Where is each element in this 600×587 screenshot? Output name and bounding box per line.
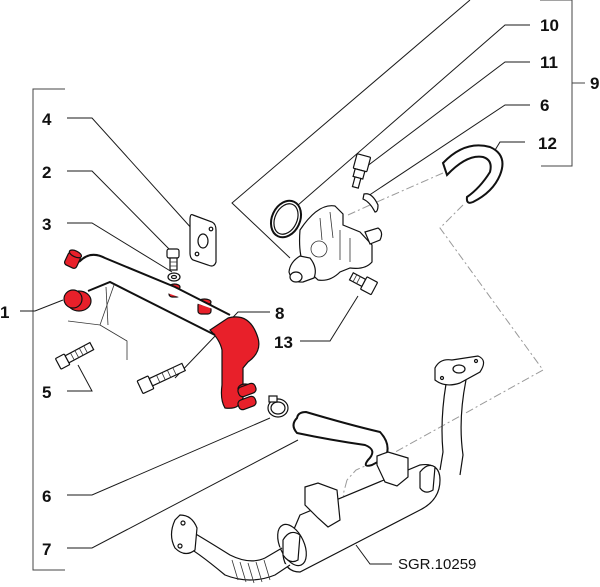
gasket-plate	[189, 213, 217, 267]
thermostat-housing	[288, 205, 383, 283]
hose-7	[292, 410, 389, 467]
callout-8: 8	[275, 304, 284, 323]
callout-13: 13	[274, 333, 293, 352]
washer-3	[167, 272, 181, 282]
egr-cooler-assembly	[170, 355, 485, 584]
callout-11: 11	[540, 53, 558, 72]
clip-6	[362, 193, 379, 213]
leader-lines	[20, 0, 530, 565]
temperature-sensor-11	[351, 153, 372, 189]
coolant-pipe	[67, 253, 231, 360]
pipe-grommet	[63, 289, 92, 312]
hose-clamp-6	[267, 395, 289, 418]
bolt-5	[55, 341, 95, 370]
callout-1: 1	[0, 303, 9, 322]
bolt-13	[348, 272, 378, 295]
callout-2: 2	[42, 163, 51, 182]
callout-6-bottom: 6	[42, 487, 51, 506]
coolant-outlet-bracket	[209, 316, 260, 409]
bolt-2	[166, 248, 180, 271]
group-bracket-1	[32, 88, 65, 571]
callout-6-top: 6	[540, 96, 549, 115]
highlighted-parts	[63, 249, 260, 411]
o-ring-10	[269, 199, 303, 239]
pipe-end-cap-top	[63, 249, 83, 269]
callout-labels: 4 2 3 1 5 6 7 8 13 10 11 6 12 9 SGR.1025…	[0, 16, 599, 573]
callout-7: 7	[42, 540, 51, 559]
hose-12	[441, 144, 504, 204]
reference-code: SGR.10259	[398, 556, 476, 573]
callout-10: 10	[540, 16, 559, 35]
callout-12: 12	[538, 134, 557, 153]
callout-9: 9	[590, 74, 599, 93]
callout-4: 4	[42, 110, 52, 129]
bolt-8	[136, 362, 187, 394]
callout-3: 3	[42, 215, 51, 234]
callout-5: 5	[42, 383, 51, 402]
